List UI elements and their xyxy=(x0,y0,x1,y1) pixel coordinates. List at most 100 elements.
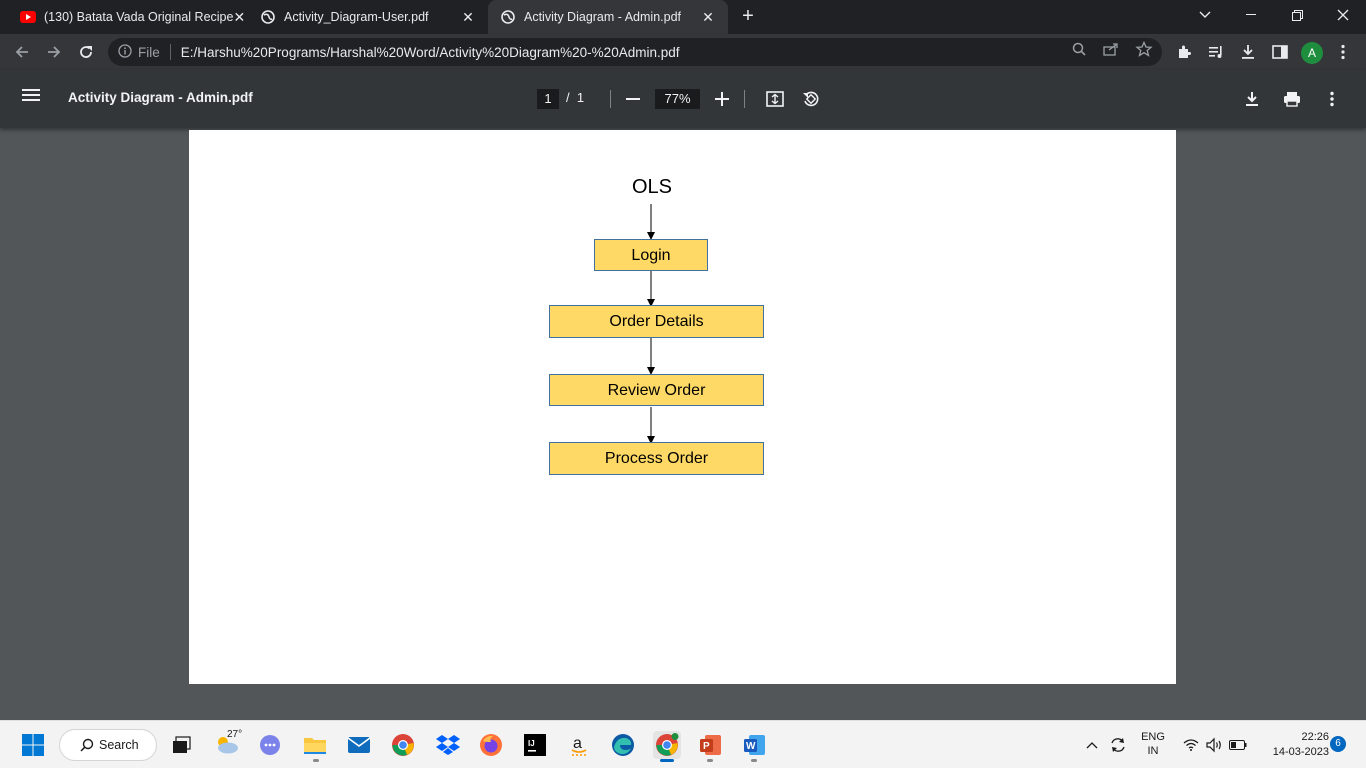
search-icon xyxy=(80,738,94,752)
tab-title: Activity Diagram - Admin.pdf xyxy=(524,10,681,24)
info-icon[interactable] xyxy=(118,43,132,61)
step-review-order: Review Order xyxy=(549,374,764,406)
weather-icon[interactable] xyxy=(213,731,241,759)
close-tab-icon[interactable]: ✕ xyxy=(702,8,714,25)
tray-chevron-icon[interactable] xyxy=(1082,731,1102,759)
word-icon[interactable]: W xyxy=(741,731,769,759)
teams-chat-icon[interactable] xyxy=(256,731,284,759)
restore-button[interactable] xyxy=(1274,0,1320,30)
share-icon[interactable] xyxy=(1102,40,1120,58)
weather-temperature: 27° xyxy=(227,729,243,740)
page-count: / 1 xyxy=(566,90,584,105)
diagram-start-label: OLS xyxy=(631,176,673,198)
divider xyxy=(610,90,611,108)
downloads-icon[interactable] xyxy=(1238,42,1258,62)
svg-text:a: a xyxy=(573,735,582,752)
edge-icon[interactable] xyxy=(609,731,637,759)
tab-search-button[interactable] xyxy=(1182,0,1228,30)
new-tab-button[interactable]: + xyxy=(742,5,754,27)
rotate-icon[interactable] xyxy=(800,88,822,110)
close-window-button[interactable] xyxy=(1320,0,1366,30)
divider xyxy=(169,44,171,60)
volume-icon[interactable] xyxy=(1205,731,1225,759)
clock-time: 22:26 xyxy=(1301,731,1329,743)
extensions-icon[interactable] xyxy=(1174,42,1194,62)
firefox-icon[interactable] xyxy=(477,731,505,759)
reload-button[interactable] xyxy=(74,40,98,64)
minimize-button[interactable] xyxy=(1228,0,1274,30)
chrome-profile-icon[interactable] xyxy=(653,731,681,759)
taskbar-search[interactable]: Search xyxy=(59,729,157,761)
fit-page-icon[interactable] xyxy=(764,88,786,110)
side-panel-icon[interactable] xyxy=(1270,42,1290,62)
bookmark-star-icon[interactable] xyxy=(1135,40,1153,58)
battery-icon[interactable] xyxy=(1228,731,1248,759)
zoom-in-button[interactable] xyxy=(711,88,733,110)
pdf-page xyxy=(189,130,1176,684)
start-windows-icon[interactable] xyxy=(19,731,47,759)
zoom-input[interactable]: 77% xyxy=(655,89,700,109)
zoom-icon[interactable] xyxy=(1070,40,1088,58)
page-separator: / xyxy=(566,90,570,105)
media-control-icon[interactable] xyxy=(1206,42,1226,62)
more-menu-icon[interactable] xyxy=(1333,42,1353,62)
chrome-icon[interactable] xyxy=(389,731,417,759)
url-text[interactable]: E:/Harshu%20Programs/Harshal%20Word/Acti… xyxy=(180,44,680,60)
notification-badge[interactable]: 6 xyxy=(1330,736,1346,752)
close-tab-icon[interactable]: ✕ xyxy=(462,8,474,25)
file-explorer-icon[interactable] xyxy=(301,731,329,759)
address-bar[interactable]: File E:/Harshu%20Programs/Harshal%20Word… xyxy=(108,38,1162,66)
page-number-input[interactable]: 1 xyxy=(537,89,559,109)
step-login: Login xyxy=(594,239,708,271)
language-code: ENG xyxy=(1141,731,1165,743)
tab-strip: (130) Batata Vada Original Recipe ✕ Acti… xyxy=(0,0,1366,34)
tab-title: (130) Batata Vada Original Recipe xyxy=(44,10,234,24)
mail-icon[interactable] xyxy=(345,731,373,759)
pdf-toolbar: Activity Diagram - Admin.pdf 1 / 1 77% xyxy=(0,70,1366,128)
tab-admin-pdf[interactable]: Activity Diagram - Admin.pdf ✕ xyxy=(488,0,728,34)
svg-text:W: W xyxy=(746,741,756,752)
svg-text:P: P xyxy=(703,741,710,752)
wifi-icon[interactable] xyxy=(1181,731,1201,759)
running-indicator xyxy=(751,759,757,762)
tab-title: Activity_Diagram-User.pdf xyxy=(284,10,429,24)
tab-youtube[interactable]: (130) Batata Vada Original Recipe ✕ xyxy=(8,0,248,34)
more-options-icon[interactable] xyxy=(1321,88,1343,110)
browser-toolbar: File E:/Harshu%20Programs/Harshal%20Word… xyxy=(0,34,1366,70)
running-indicator xyxy=(707,759,713,762)
clock[interactable]: 22:26 14-03-2023 xyxy=(1255,731,1329,758)
zoom-out-button[interactable] xyxy=(622,88,644,110)
dropbox-icon[interactable] xyxy=(434,731,462,759)
youtube-icon xyxy=(20,9,36,25)
clock-date: 14-03-2023 xyxy=(1272,746,1329,758)
back-button[interactable] xyxy=(10,40,34,64)
globe-icon xyxy=(260,9,276,25)
active-indicator xyxy=(660,759,674,762)
language-indicator[interactable]: ENG IN xyxy=(1138,731,1168,757)
step-process-order: Process Order xyxy=(549,442,764,475)
globe-icon xyxy=(500,9,516,25)
close-tab-icon[interactable]: ✕ xyxy=(233,8,246,25)
svg-text:IJ: IJ xyxy=(528,739,535,748)
windows-taskbar: Search 27° IJ a P W xyxy=(0,720,1366,768)
task-view-icon[interactable] xyxy=(167,731,195,759)
running-indicator xyxy=(313,759,319,762)
document-title: Activity Diagram - Admin.pdf xyxy=(68,90,253,105)
divider xyxy=(744,90,745,108)
amazon-icon[interactable]: a xyxy=(565,731,593,759)
tab-user-pdf[interactable]: Activity_Diagram-User.pdf ✕ xyxy=(248,0,488,34)
powerpoint-icon[interactable]: P xyxy=(697,731,725,759)
total-pages: 1 xyxy=(576,90,585,105)
step-order-details: Order Details xyxy=(549,305,764,338)
intellij-icon[interactable]: IJ xyxy=(521,731,549,759)
profile-avatar[interactable]: A xyxy=(1301,42,1323,64)
forward-button[interactable] xyxy=(42,40,66,64)
download-icon[interactable] xyxy=(1241,88,1263,110)
menu-icon[interactable] xyxy=(22,88,44,110)
scheme-label: File xyxy=(138,44,160,60)
sync-icon[interactable] xyxy=(1106,731,1130,759)
search-label: Search xyxy=(99,738,139,752)
print-icon[interactable] xyxy=(1281,88,1303,110)
region-code: IN xyxy=(1147,745,1159,757)
